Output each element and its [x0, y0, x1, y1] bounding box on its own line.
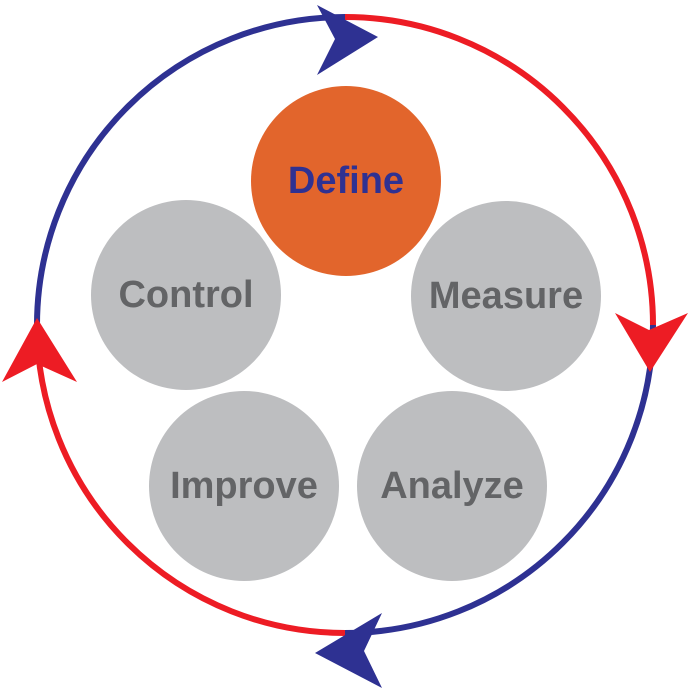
- arrow-left-icon: [2, 318, 77, 382]
- cycle-arc-top-left: [34, 14, 346, 326]
- stage-define[interactable]: Define: [251, 86, 441, 276]
- cycle-arc-bottom-left: [34, 324, 346, 636]
- arrow-top-icon: [317, 5, 378, 75]
- arrow-right-icon: [615, 313, 688, 372]
- stage-analyze-label: Analyze: [380, 465, 524, 507]
- cycle-arc-bottom-right: [344, 324, 656, 636]
- cycle-arc-top-right: [344, 14, 656, 326]
- stage-analyze[interactable]: Analyze: [357, 391, 547, 581]
- stage-control-label: Control: [118, 274, 253, 316]
- stage-improve[interactable]: Improve: [149, 391, 339, 581]
- stage-improve-label: Improve: [170, 465, 318, 507]
- arrow-bottom-icon: [315, 613, 382, 688]
- stage-measure-label: Measure: [429, 275, 583, 317]
- stage-measure[interactable]: Measure: [411, 201, 601, 391]
- stage-control[interactable]: Control: [91, 200, 281, 390]
- stage-define-label: Define: [288, 160, 404, 202]
